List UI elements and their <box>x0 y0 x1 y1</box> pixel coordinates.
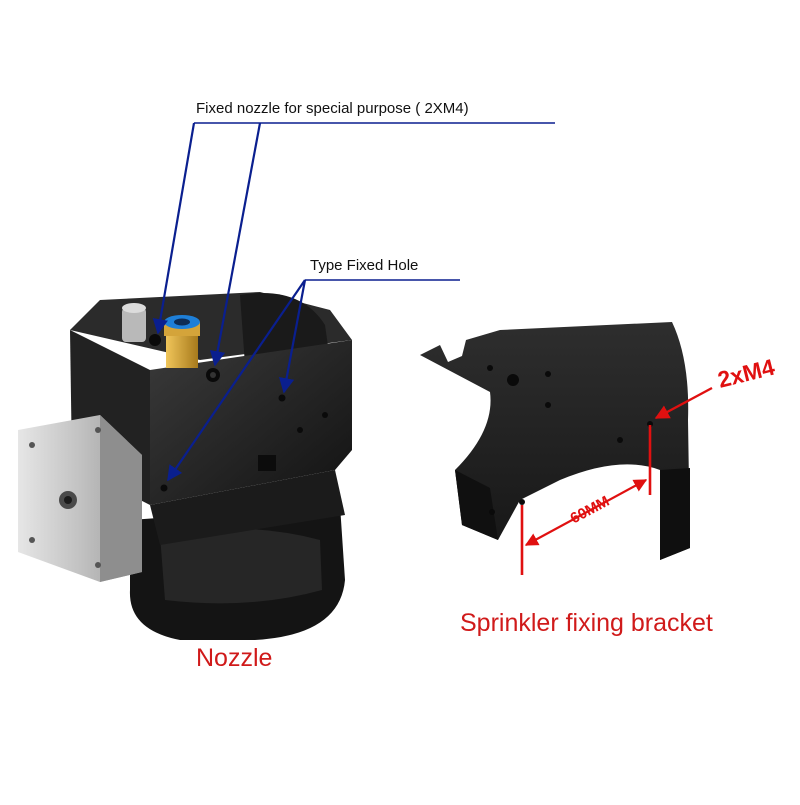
nozzle-assembly <box>18 292 352 640</box>
caption-sprinkler-bracket: Sprinkler fixing bracket <box>460 609 713 637</box>
dimension-label-60mm: 60MM <box>567 493 612 528</box>
sprinkler-bracket <box>420 322 690 560</box>
ptfe-fitting <box>164 315 200 368</box>
holes-label-2xm4: 2xM4 <box>715 354 777 393</box>
adjust-knob <box>122 308 146 342</box>
dimension-arrow <box>524 479 648 546</box>
callout-arrow-nozzle-2 <box>209 122 262 367</box>
callout-fixed-nozzle: Fixed nozzle for special purpose ( 2XM4) <box>196 100 469 117</box>
front-plate <box>150 340 352 505</box>
callout-type-fixed-hole: Type Fixed Hole <box>310 257 419 274</box>
callout-arrow-nozzle-1 <box>152 122 196 335</box>
caption-nozzle: Nozzle <box>196 644 273 672</box>
callout-lines <box>152 122 555 482</box>
callout-arrow-hole-2 <box>278 279 307 394</box>
dimension-lines <box>520 386 713 575</box>
callout-arrow-hole-1 <box>167 279 306 482</box>
holes-leader <box>654 386 713 420</box>
